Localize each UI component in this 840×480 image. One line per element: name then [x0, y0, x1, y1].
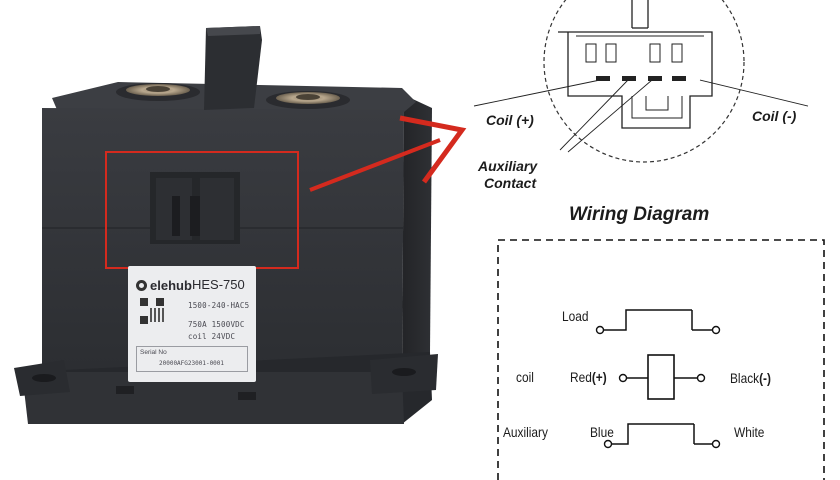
red-pointer-arrow [309, 115, 467, 192]
coil-positive-label: Coil (+) [486, 112, 534, 128]
red-wire-text: Red [570, 369, 592, 385]
coil-rating-line: coil 24VDC [188, 332, 236, 341]
black-wire-text: Black [730, 370, 760, 386]
auxiliary-contact-label-line2: Contact [484, 175, 537, 191]
wiring-diagram-title: Wiring Diagram [569, 204, 710, 225]
red-wire-sign: (+) [591, 369, 607, 385]
part-number: 1500-240-HAC5 [188, 301, 250, 310]
load-label: Load [562, 308, 589, 324]
model-number: HES-750 [192, 277, 245, 292]
wiring-diagram [497, 239, 825, 480]
auxiliary-label: Auxiliary [503, 424, 548, 440]
brand-row: elehub [136, 278, 192, 293]
white-wire-label: White [734, 424, 765, 440]
rating-line: 750A 1500VDC [188, 320, 245, 329]
red-wire-label: Red(+) [570, 369, 607, 385]
serial-value: 20000AFG23001-0001 [159, 360, 225, 367]
product-label: elehub HES-750 1500-240-HAC5 750A 1500VD… [128, 266, 256, 382]
auxiliary-contact-label-line1: Auxiliary [478, 158, 538, 174]
coil-label: coil [516, 369, 534, 385]
terminal-right [266, 91, 350, 109]
separator-fin [204, 26, 262, 110]
blue-wire-label: Blue [590, 424, 614, 440]
qr-code-icon [140, 298, 164, 324]
coil-negative-label: Coil (-) [752, 108, 797, 124]
serial-box: Serial No 20000AFG23001-0001 [136, 346, 248, 372]
aux-connector [150, 172, 240, 244]
serial-label: Serial No [140, 349, 167, 356]
black-wire-label: Black(-) [730, 370, 771, 386]
brand-name: elehub [150, 278, 192, 293]
elehub-logo-icon [136, 280, 147, 291]
black-wire-sign: (-) [759, 370, 771, 386]
terminal-left [116, 83, 200, 101]
connector-detail-circle [473, 0, 809, 163]
